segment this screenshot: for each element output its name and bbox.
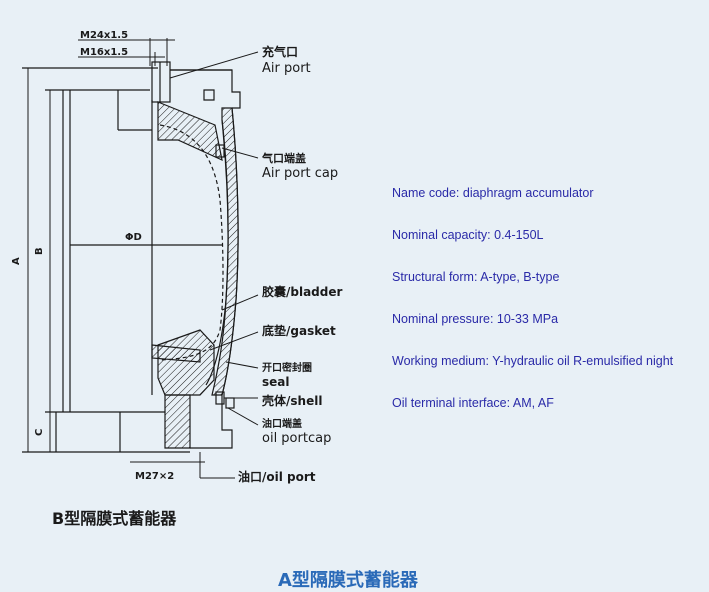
dim-c: C: [34, 429, 45, 436]
bottom-caption: A型隔膜式蓄能器: [278, 570, 418, 591]
dim-m24: M24x1.5: [80, 30, 128, 41]
label-oil-port: 油口/oil port: [238, 469, 316, 484]
label-air-port-en: Air port: [262, 61, 311, 76]
dim-phi-d: ΦD: [125, 232, 142, 243]
spec-working-medium: Working medium: Y-hydraulic oil R-emulsi…: [392, 354, 674, 368]
spec-list: Name code: diaphragm accumulator Nominal…: [392, 184, 707, 436]
label-oil-port-cap-cn: 油口端盖: [262, 417, 302, 430]
spec-nominal-pressure: Nominal pressure: 10-33 MPa: [392, 312, 559, 326]
dimension-labels: M24x1.5 M16x1.5 ΦD A B C M27×2: [11, 30, 174, 482]
leader-lines: [169, 51, 259, 479]
label-seal-en: seal: [262, 375, 290, 389]
label-gasket: 底垫/gasket: [262, 323, 336, 338]
accumulator-body: [22, 61, 241, 453]
dim-a: A: [11, 257, 22, 265]
accumulator-drawing: M24x1.5 M16x1.5 ΦD A B C M27×2 充气口 Air p…: [11, 30, 343, 528]
spec-name-code: Name code: diaphragm accumulator: [392, 186, 594, 200]
label-air-port-cn: 充气口: [262, 44, 298, 59]
label-air-port-cap-cn: 气口端盖: [261, 151, 306, 165]
dimension-lines: [27, 38, 205, 463]
label-seal-cn: 开口密封圈: [262, 361, 312, 374]
spec-oil-terminal: Oil terminal interface: AM, AF: [392, 396, 554, 410]
label-air-port-cap-en: Air port cap: [262, 166, 338, 181]
component-labels: 充气口 Air port 气口端盖 Air port cap 胶囊/bladde…: [238, 44, 343, 484]
label-oil-port-cap-en: oil portcap: [262, 431, 331, 446]
spec-structural-form: Structural form: A-type, B-type: [392, 270, 560, 284]
dim-m27: M27×2: [135, 471, 174, 482]
dim-m16: M16x1.5: [80, 47, 128, 58]
label-bladder: 胶囊/bladder: [262, 284, 343, 299]
label-shell: 壳体/shell: [261, 393, 322, 408]
dim-b: B: [34, 247, 45, 255]
diagram-caption: B型隔膜式蓄能器: [52, 509, 177, 528]
spec-nominal-capacity: Nominal capacity: 0.4-150L: [392, 228, 544, 242]
